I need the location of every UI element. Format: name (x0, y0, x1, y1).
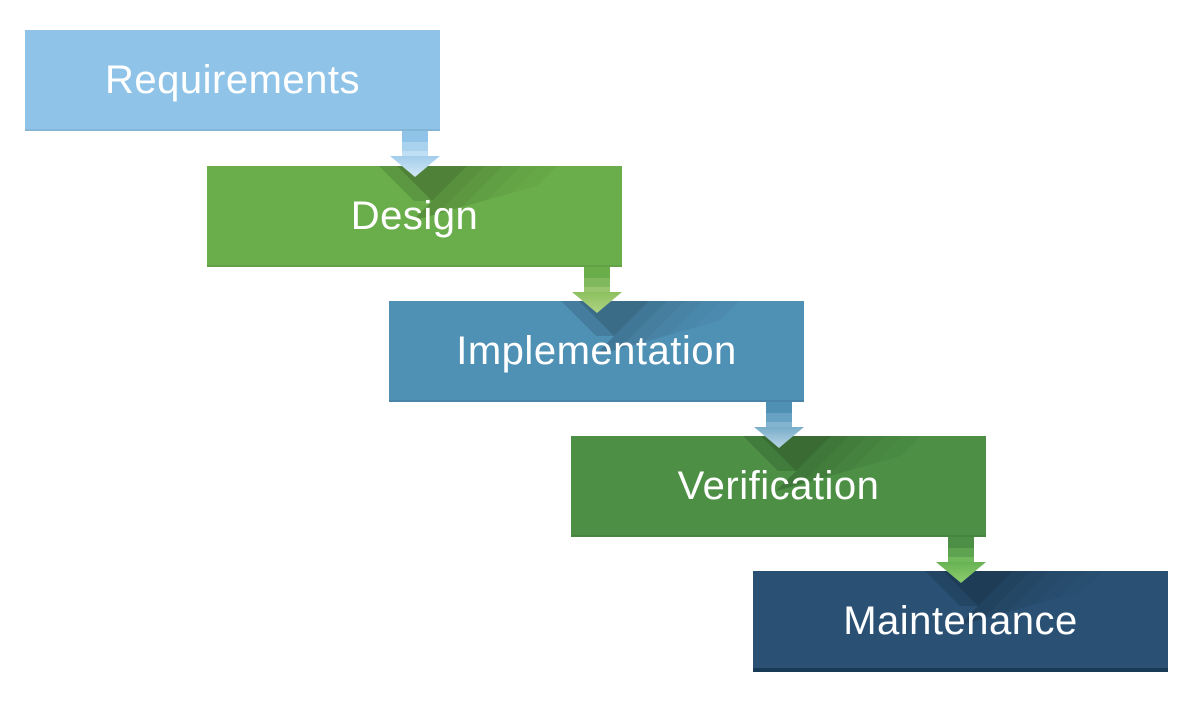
stage-label-requirements: Requirements (104, 58, 360, 102)
stage-label-design: Design (350, 194, 479, 238)
stage-box-maintenance: Maintenance (753, 571, 1168, 672)
arrow-stem (948, 537, 974, 566)
arrow-stem (584, 267, 610, 296)
stage-label-maintenance: Maintenance (843, 599, 1078, 643)
stage-label-implementation: Implementation (456, 329, 737, 373)
stage-box-requirements: Requirements (25, 30, 440, 177)
stage-box-implementation: Implementation (389, 301, 804, 448)
stage-box-design: Design (207, 166, 622, 313)
stage-label-verification: Verification (677, 464, 880, 508)
arrow-stem (766, 402, 792, 431)
stage-box-verification: Verification (571, 436, 986, 583)
arrow-stem (402, 131, 428, 160)
